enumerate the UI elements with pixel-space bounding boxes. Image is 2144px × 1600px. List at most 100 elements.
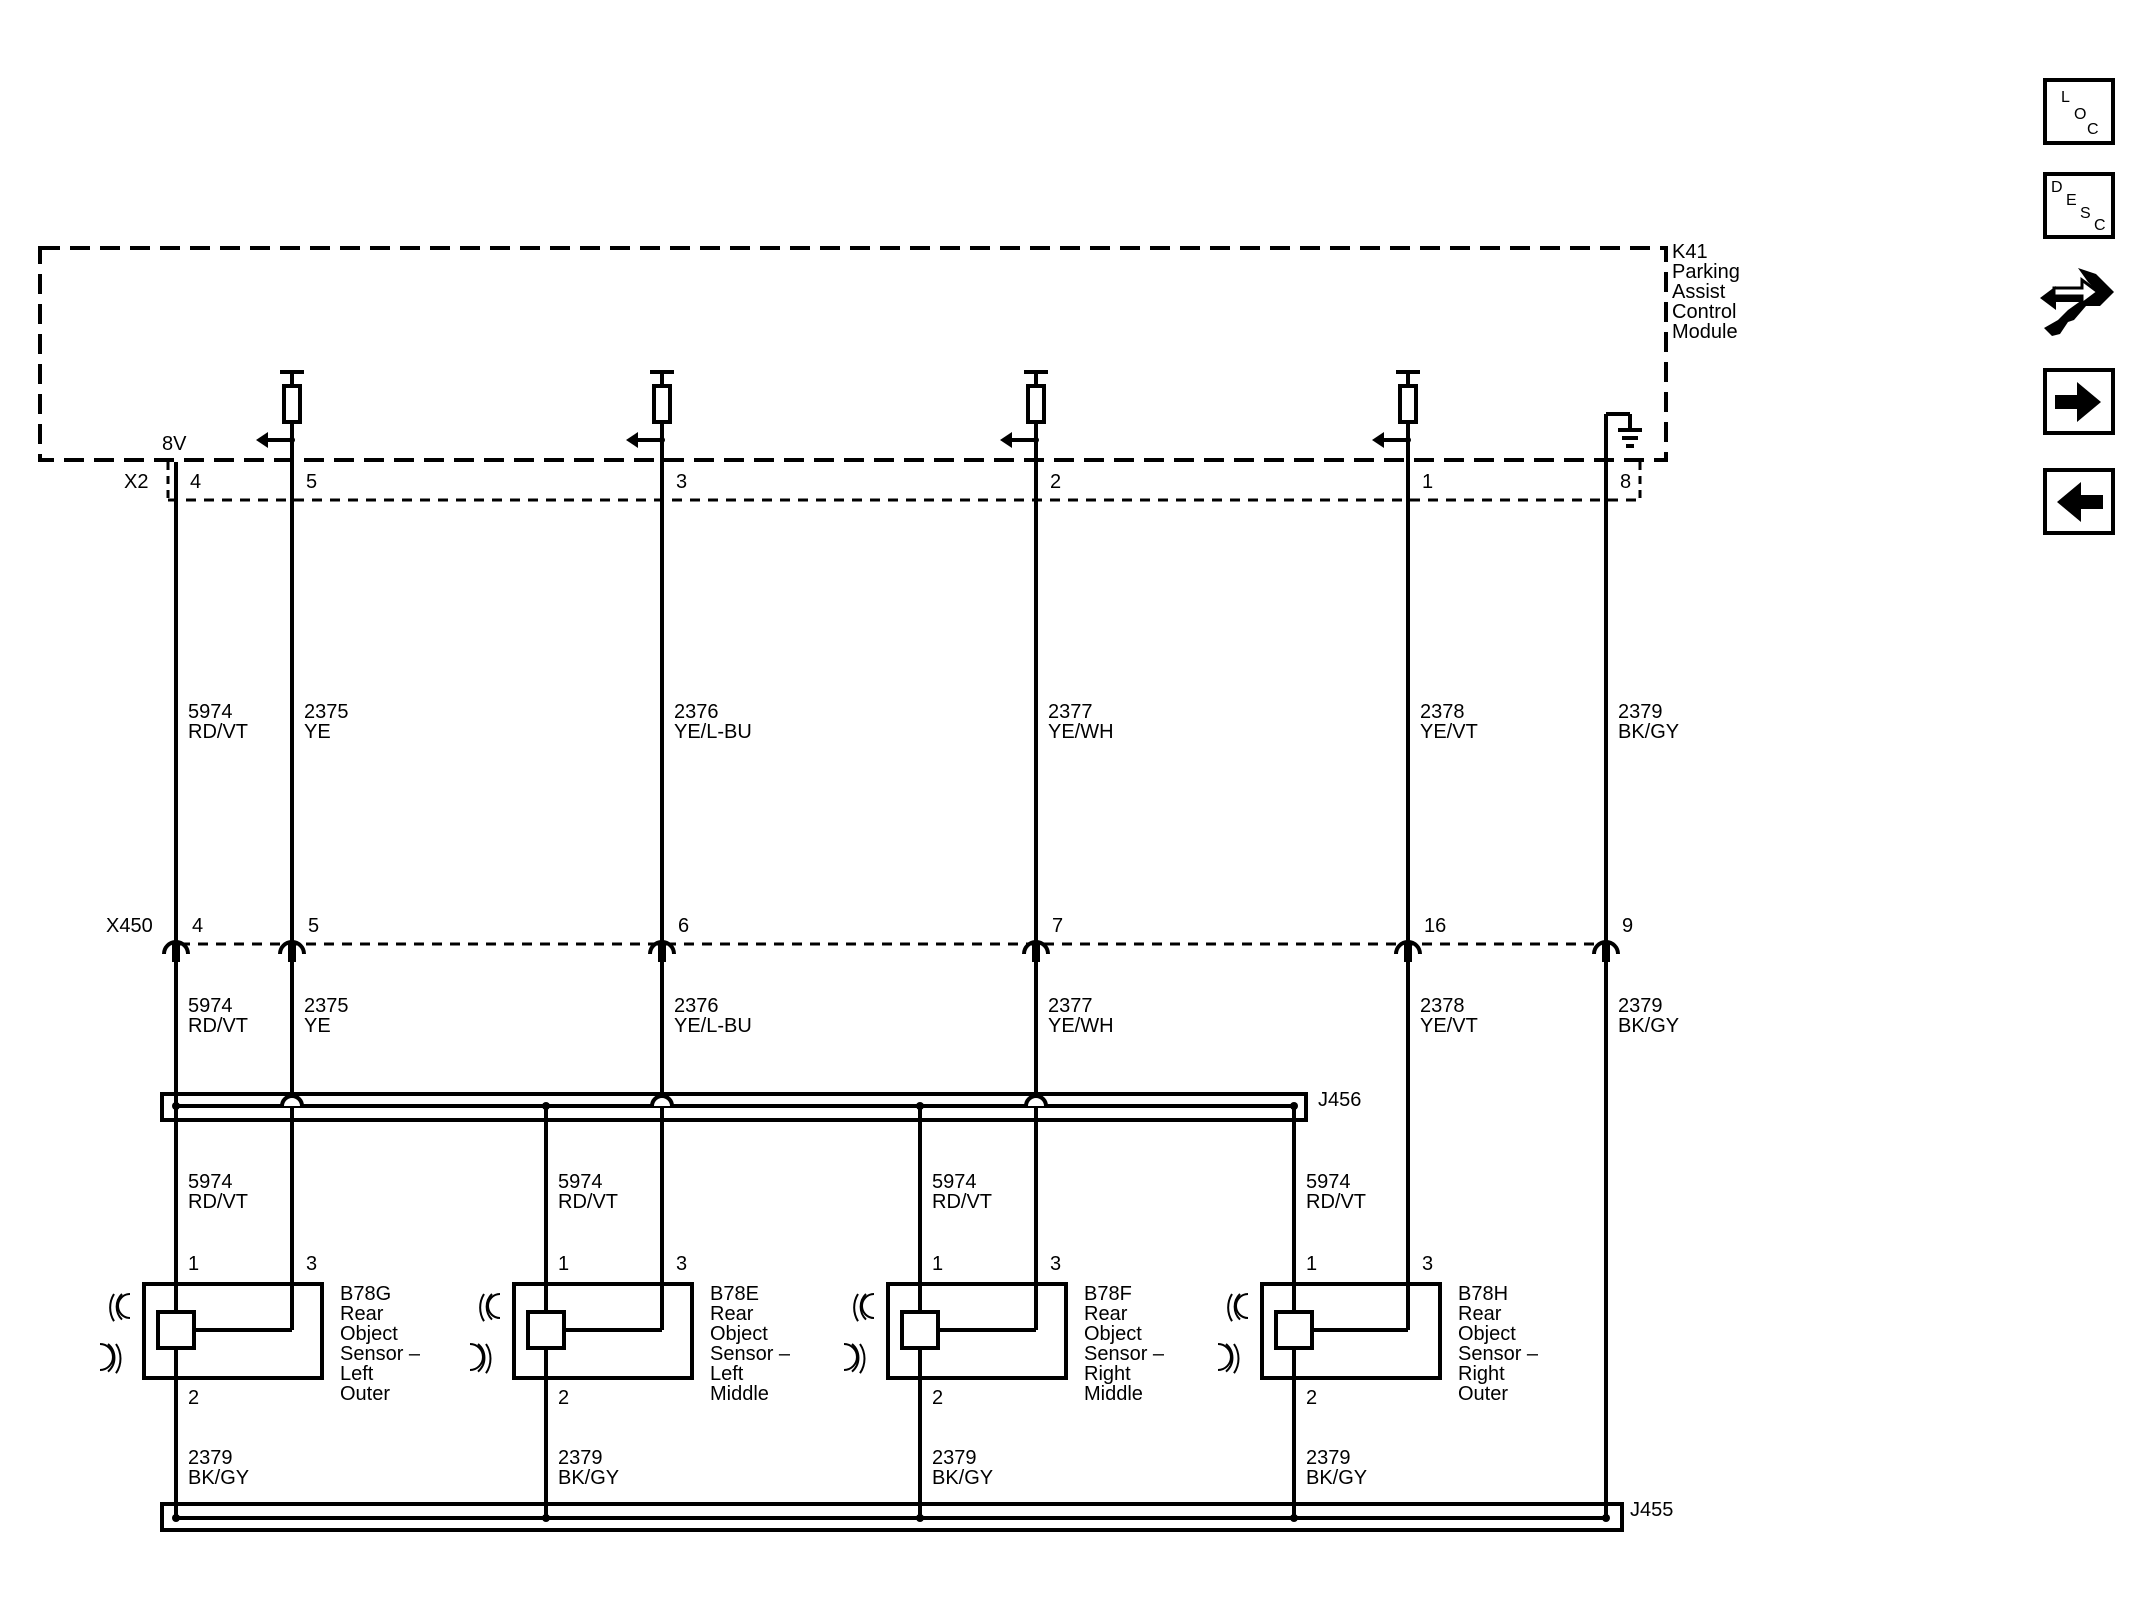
circuit-number-label: 2379 (1306, 1447, 1351, 1469)
sensor-name-line: Object (1458, 1323, 1516, 1345)
pullup-resistor (282, 384, 302, 424)
wire-color-label: YE/VT (1420, 721, 1478, 743)
sensor-name-line: Left (340, 1363, 374, 1385)
ultrasonic-wave-icon (115, 1293, 123, 1321)
junction-dot (1033, 437, 1039, 443)
splice-dot (1602, 1514, 1610, 1522)
ultrasonic-wave-icon (485, 1293, 493, 1321)
x450-connector-label: X450 (106, 915, 153, 937)
ultrasonic-wave-icon (107, 1343, 116, 1373)
circuit-number-label: 5974 (932, 1171, 977, 1193)
wire-color-label: RD/VT (188, 1191, 248, 1213)
wire-color-label: BK/GY (1618, 1015, 1679, 1037)
junction-dot (1405, 437, 1411, 443)
sensor-pin2-label: 2 (188, 1387, 199, 1409)
module-name-line: Control (1672, 301, 1736, 323)
sensor-name-line: Object (340, 1323, 398, 1345)
j455-splice-bar (160, 1502, 1624, 1532)
module-name-line: Assist (1672, 281, 1726, 303)
ultrasonic-wave-icon (1217, 1343, 1232, 1371)
sensor-pin3-label: 3 (1050, 1253, 1061, 1275)
sensor-name-line: Right (1084, 1363, 1131, 1385)
ultrasonic-wave-icon (487, 1293, 501, 1319)
ultrasonic-wave-icon (115, 1343, 122, 1374)
sensor-pin2-label: 2 (932, 1387, 943, 1409)
wire-color-label: YE/L-BU (674, 721, 752, 743)
previous-page-button[interactable] (2043, 468, 2115, 535)
wire-color-label: BK/GY (1306, 1467, 1367, 1489)
x450-pin-body (1404, 944, 1412, 962)
sensor-element (156, 1310, 196, 1350)
wire-color-label: YE/VT (1420, 1015, 1478, 1037)
wire-crossover (650, 1094, 674, 1107)
x450-pin-label: 7 (1052, 915, 1063, 937)
wire-color-label: RD/VT (188, 721, 248, 743)
circuit-number-label: 2378 (1420, 701, 1465, 723)
x450-pin-label: 16 (1424, 915, 1446, 937)
sensor-element (1274, 1310, 1314, 1350)
x2-connector-label: X2 (124, 471, 148, 493)
signal-input-arrow-head (1000, 432, 1012, 448)
ultrasonic-wave-icon (109, 1293, 115, 1322)
circuit-number-label: 2379 (1618, 701, 1663, 723)
signal-input-arrow-head (256, 432, 268, 448)
ultrasonic-wave-icon (859, 1343, 866, 1374)
x450-connector-cup (648, 940, 676, 955)
ultrasonic-wave-icon (477, 1343, 486, 1373)
sensor-name-line: Object (710, 1323, 768, 1345)
x2-pin-label: 4 (190, 471, 201, 493)
loc-letter-o: O (2074, 106, 2087, 123)
circuit-number-label: 2377 (1048, 701, 1093, 723)
arrow-right-icon (2055, 382, 2101, 422)
x2-pin-label: 8 (1620, 471, 1631, 493)
desc-letter-c: C (2094, 217, 2106, 234)
desc-letter-e: E (2066, 192, 2077, 209)
x450-connector-cup (1022, 940, 1050, 955)
wire-color-label: YE/L-BU (674, 1015, 752, 1037)
ultrasonic-wave-icon (1227, 1293, 1233, 1322)
sensor-pin1-label: 1 (932, 1253, 943, 1275)
sensor-element (900, 1310, 940, 1350)
sensor-ref-label: B78F (1084, 1283, 1132, 1305)
ultrasonic-wave-icon (853, 1293, 859, 1322)
sensor-ref-label: B78H (1458, 1283, 1508, 1305)
module-name-line: Parking (1672, 261, 1740, 283)
circuit-number-label: 2375 (304, 995, 349, 1017)
connector-wrench-icon[interactable] (2038, 262, 2120, 342)
wire-color-label: YE (304, 721, 331, 743)
ultrasonic-wave-icon (479, 1293, 485, 1322)
sensor-pin1-label: 1 (558, 1253, 569, 1275)
sensor-name-line: Rear (340, 1303, 384, 1325)
sensor-name-line: Rear (710, 1303, 754, 1325)
sensor-name-line: Middle (710, 1383, 769, 1405)
wire-color-label: RD/VT (1306, 1191, 1366, 1213)
sensor-name-line: Rear (1458, 1303, 1502, 1325)
location-button[interactable]: L O C (2043, 78, 2115, 145)
ultrasonic-wave-icon (99, 1343, 114, 1371)
pullup-resistor (652, 384, 672, 424)
sensor-name-line: Middle (1084, 1383, 1143, 1405)
sensor-pin2-label: 2 (558, 1387, 569, 1409)
sensor-ref-label: B78E (710, 1283, 759, 1305)
next-page-button[interactable] (2043, 368, 2115, 435)
description-button[interactable]: D E S C (2043, 172, 2115, 239)
wire-color-label: YE/WH (1048, 1015, 1114, 1037)
sensor-name-line: Right (1458, 1363, 1505, 1385)
ultrasonic-wave-icon (843, 1343, 858, 1371)
sensor-name-line: Sensor – (1084, 1343, 1165, 1365)
sensor-name-line: Object (1084, 1323, 1142, 1345)
j456-splice-bar (160, 1092, 1308, 1122)
wire-color-label: RD/VT (188, 1015, 248, 1037)
ultrasonic-wave-icon (469, 1343, 484, 1371)
ultrasonic-wave-icon (1233, 1293, 1241, 1321)
sensor-pin3-label: 3 (1422, 1253, 1433, 1275)
loc-letter-c: C (2087, 121, 2099, 138)
x450-connector-cup (162, 940, 190, 955)
x450-connector-cup (278, 940, 306, 955)
x450-pin-body (172, 944, 180, 962)
j455-splice-label: J455 (1630, 1499, 1673, 1521)
x2-pin-label: 3 (676, 471, 687, 493)
signal-input-arrow-head (626, 432, 638, 448)
voltage-label: 8V (162, 433, 187, 455)
